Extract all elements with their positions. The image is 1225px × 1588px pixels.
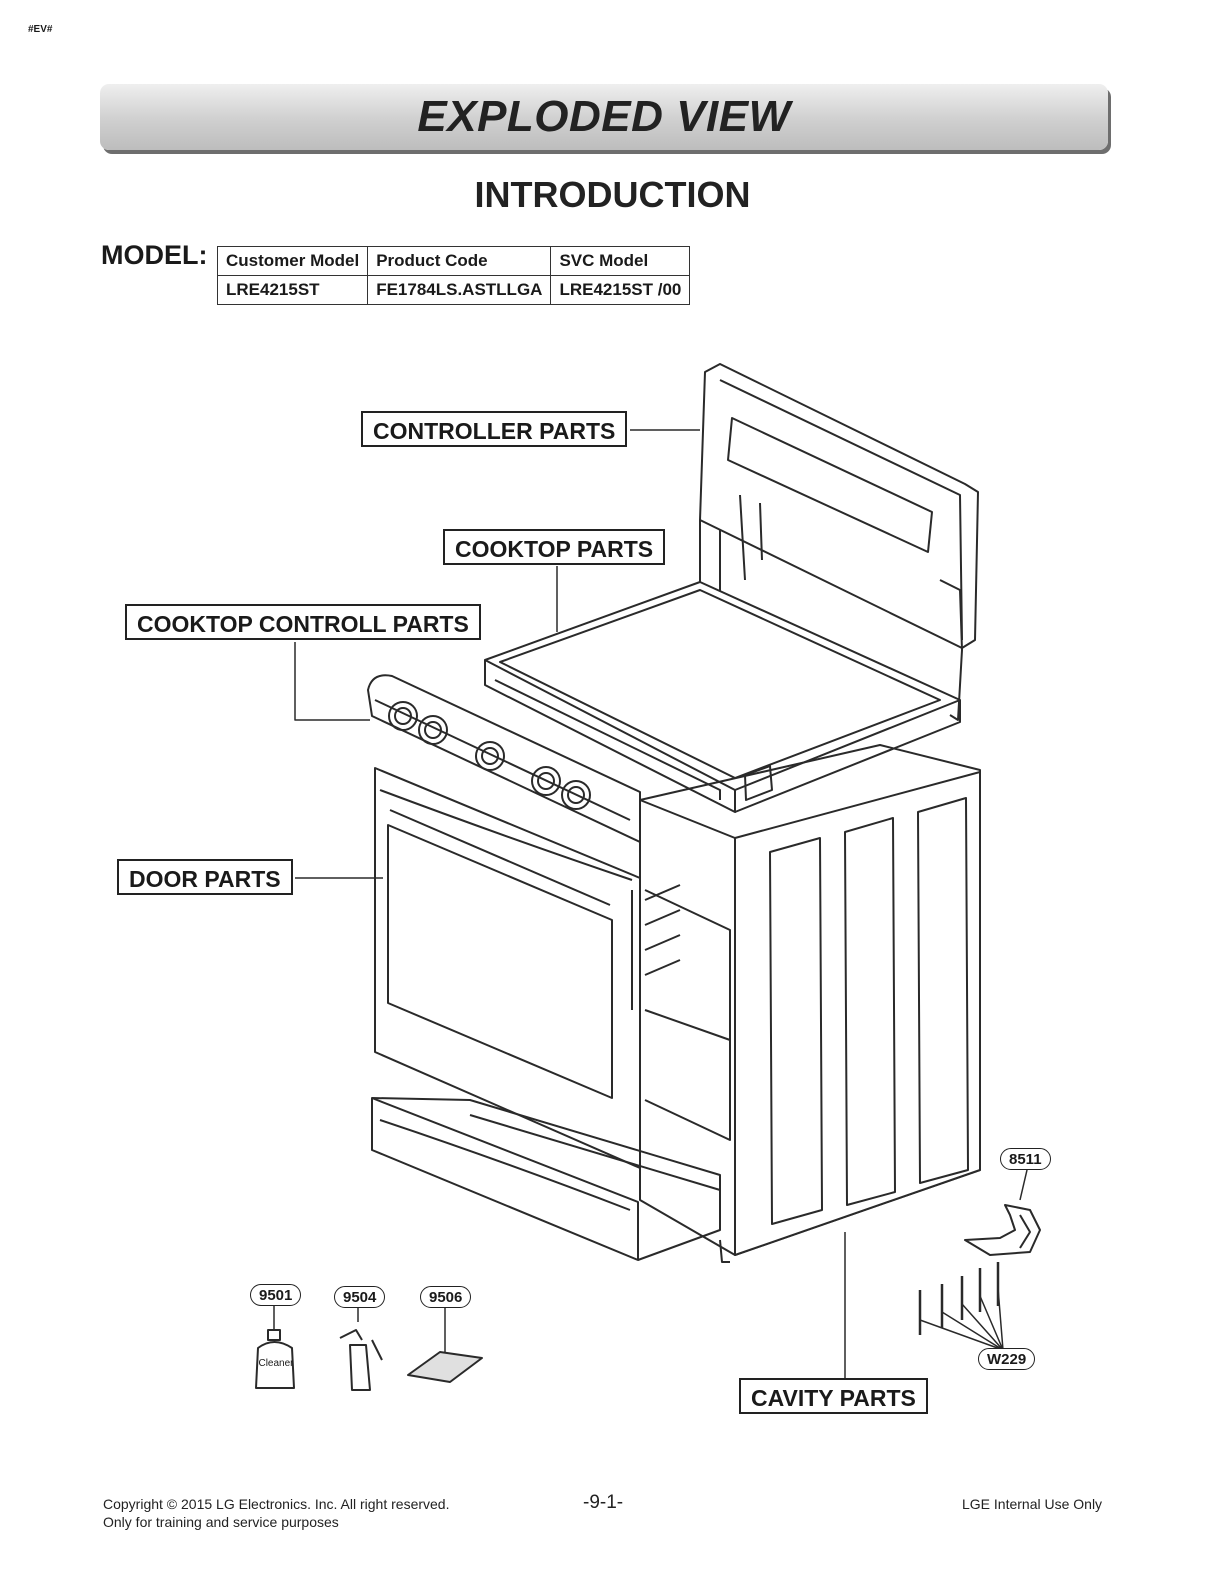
- backguard-panel: [699, 363, 979, 721]
- controller-parts-label: CONTROLLER PARTS: [361, 411, 628, 447]
- warming-drawer: [371, 1097, 721, 1261]
- model-table-value-row: LRE4215ST FE1784LS.ASTLLGA LRE4215ST /00: [216, 275, 691, 305]
- model-table: Customer Model Product Code SVC Model LR…: [216, 246, 691, 305]
- part-number-sprayer: 9504: [334, 1286, 386, 1308]
- part-number-bracket: 8511: [1000, 1148, 1051, 1170]
- model-table-header: Customer Model: [216, 246, 369, 276]
- header-tag: #EV#: [28, 24, 53, 35]
- model-label: MODEL:: [101, 240, 208, 270]
- part-number-screws: W229: [978, 1348, 1036, 1370]
- model-table-cell: FE1784LS.ASTLLGA: [367, 275, 552, 305]
- footer-training: Only for training and service purposes: [103, 1514, 339, 1530]
- model-table-header: SVC Model: [550, 246, 691, 276]
- scrub-pad: [407, 1351, 483, 1383]
- cooktop-control-parts-label: COOKTOP CONTROLL PARTS: [125, 604, 481, 640]
- footer-copyright: Copyright © 2015 LG Electronics. Inc. Al…: [103, 1496, 450, 1512]
- part-number-pad: 9506: [420, 1286, 472, 1308]
- model-table-header-row: Customer Model Product Code SVC Model: [216, 246, 691, 276]
- banner-title: EXPLODED VIEW: [417, 92, 791, 141]
- section-title: INTRODUCTION: [474, 174, 751, 215]
- cooktop-parts-label: COOKTOP PARTS: [443, 529, 666, 565]
- model-table-cell: LRE4215ST /00: [550, 275, 691, 305]
- leader-lines: [273, 429, 1028, 1380]
- cavity-body: [639, 744, 981, 1263]
- footer-internal: LGE Internal Use Only: [962, 1496, 1103, 1512]
- door-parts-label: DOOR PARTS: [117, 859, 293, 895]
- oven-door: [374, 767, 641, 1169]
- model-table-cell: LRE4215ST: [216, 275, 369, 305]
- part-number-cleaner: 9501: [250, 1284, 302, 1306]
- cleaner-bottle-label: Cleaner: [258, 1358, 294, 1369]
- cavity-parts-label: CAVITY PARTS: [739, 1378, 928, 1414]
- page-number: -9-1-: [583, 1492, 624, 1513]
- title-banner: EXPLODED VIEW: [100, 84, 1108, 150]
- anti-tip-bracket: [964, 1204, 1041, 1256]
- cooktop: [484, 581, 961, 813]
- sprayer-bottle: [339, 1329, 383, 1391]
- cleaner-bottle: [255, 1329, 295, 1389]
- model-table-header: Product Code: [367, 246, 552, 276]
- screws: [918, 1262, 1000, 1335]
